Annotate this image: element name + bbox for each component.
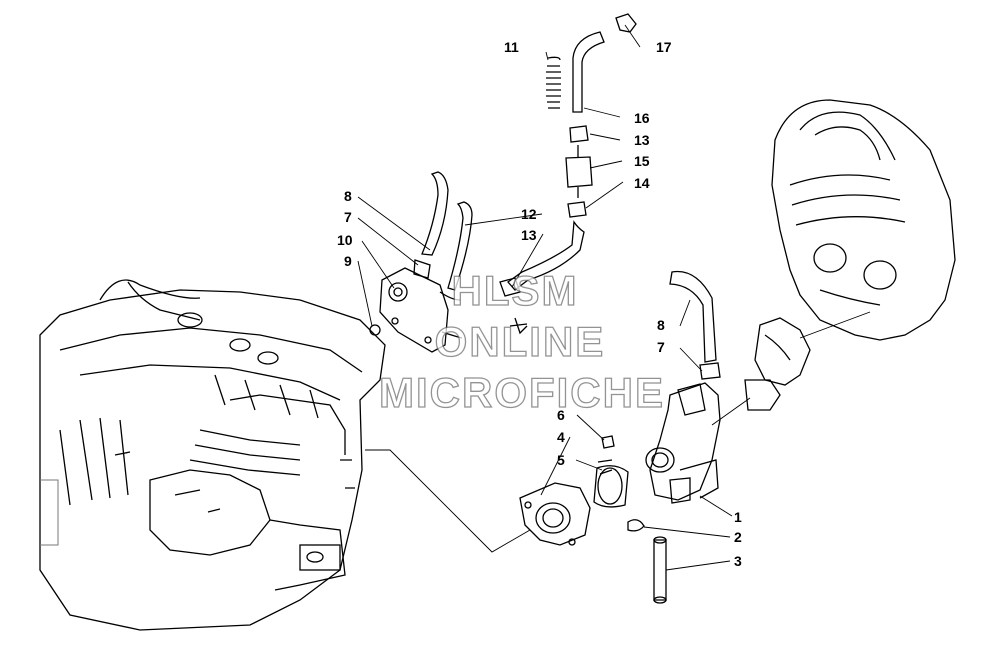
leader-lines <box>357 24 733 571</box>
fuel-pump-illustration <box>369 171 528 353</box>
carburetor-illustration <box>519 270 721 604</box>
connection-line <box>365 449 531 553</box>
callout-8-carb: 8 <box>657 317 665 333</box>
air-intake-illustration <box>711 99 956 426</box>
callout-2: 2 <box>734 529 742 545</box>
callout-14: 14 <box>634 175 650 191</box>
callout-1: 1 <box>734 509 742 525</box>
watermark: HLSM ONLINE MICROFICHE <box>378 266 665 416</box>
callout-4: 4 <box>557 429 565 445</box>
watermark-line-3: MICROFICHE <box>379 369 665 416</box>
callout-13-lower: 13 <box>521 227 537 243</box>
callout-5: 5 <box>557 452 565 468</box>
watermark-line-2: ONLINE <box>435 318 606 365</box>
fuel-line-illustration <box>499 13 637 297</box>
callout-17: 17 <box>656 39 672 55</box>
callout-8-pump: 8 <box>344 188 352 204</box>
callout-15: 15 <box>634 153 650 169</box>
callout-16: 16 <box>634 110 650 126</box>
engine-illustration <box>39 279 386 631</box>
callout-labels: 1 2 3 4 5 6 7 8 7 8 9 10 11 12 13 13 14 … <box>337 39 742 569</box>
callout-13-upper: 13 <box>634 132 650 148</box>
callout-9: 9 <box>344 253 352 269</box>
callout-3: 3 <box>734 553 742 569</box>
watermark-line-1: HLSM <box>452 267 579 314</box>
callout-12: 12 <box>521 206 537 222</box>
callout-10: 10 <box>337 232 353 248</box>
callout-11: 11 <box>504 39 519 55</box>
callout-7-carb: 7 <box>657 339 665 355</box>
callout-6: 6 <box>557 407 565 423</box>
callout-7-pump: 7 <box>344 209 352 225</box>
